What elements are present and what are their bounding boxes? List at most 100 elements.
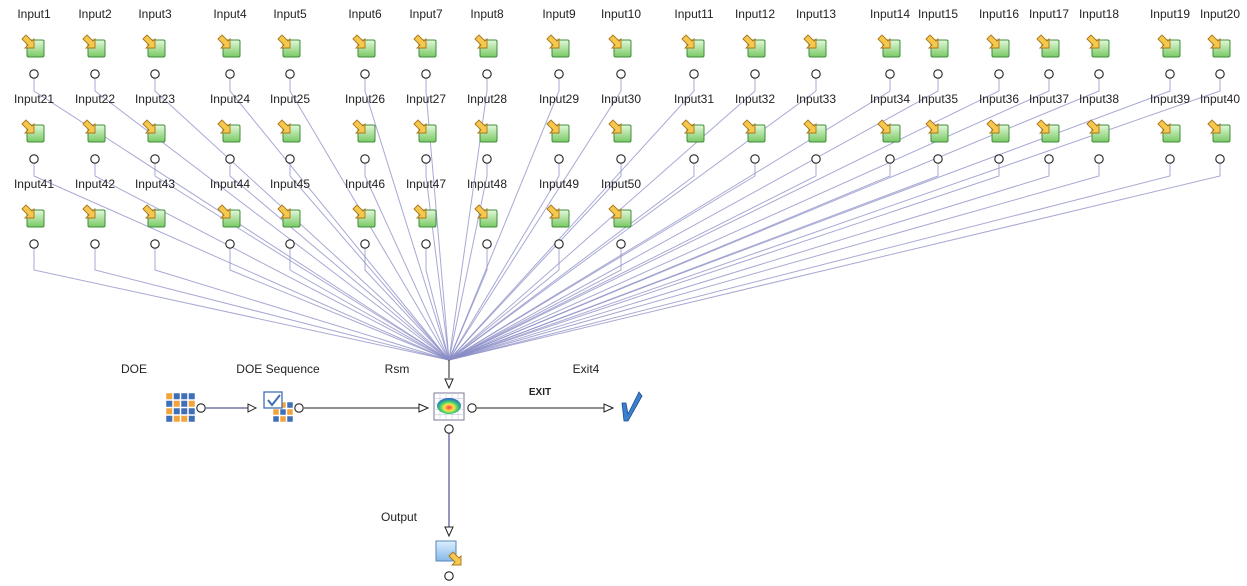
input-node[interactable]: Input35 — [918, 92, 958, 164]
input-node[interactable]: Input8 — [470, 7, 504, 79]
output-port[interactable] — [811, 154, 821, 164]
input-node[interactable]: Input38 — [1079, 92, 1119, 164]
input-node[interactable]: Input17 — [1029, 7, 1069, 79]
output-port[interactable] — [150, 69, 160, 79]
output-port[interactable] — [482, 69, 492, 79]
output-port[interactable] — [421, 154, 431, 164]
output-node[interactable] — [435, 540, 462, 581]
input-node[interactable]: Input29 — [539, 92, 579, 164]
input-node[interactable]: Input15 — [918, 7, 958, 79]
input-node[interactable]: Input46 — [345, 177, 385, 249]
output-port[interactable] — [885, 69, 895, 79]
input-node[interactable]: Input6 — [348, 7, 382, 79]
input-node[interactable]: Input45 — [270, 177, 310, 249]
output-port[interactable] — [225, 239, 235, 249]
output-port[interactable] — [616, 239, 626, 249]
output-port[interactable] — [421, 239, 431, 249]
output-port[interactable] — [360, 154, 370, 164]
output-port[interactable] — [994, 154, 1004, 164]
input-node[interactable]: Input47 — [406, 177, 446, 249]
input-node[interactable]: Input44 — [210, 177, 250, 249]
output-port[interactable] — [225, 154, 235, 164]
output-port[interactable] — [750, 69, 760, 79]
input-node[interactable]: Input37 — [1029, 92, 1069, 164]
input-node[interactable]: Input50 — [601, 177, 641, 249]
output-port[interactable] — [689, 69, 699, 79]
output-port[interactable] — [554, 69, 564, 79]
output-port[interactable] — [1215, 69, 1225, 79]
input-node[interactable]: Input31 — [674, 92, 714, 164]
output-port[interactable] — [616, 69, 626, 79]
input-node[interactable]: Input7 — [409, 7, 443, 79]
input-node[interactable]: Input10 — [601, 7, 641, 79]
input-node[interactable]: Input3 — [138, 7, 172, 79]
output-port[interactable] — [421, 69, 431, 79]
output-port[interactable] — [811, 69, 821, 79]
input-node[interactable]: Input30 — [601, 92, 641, 164]
rsm-node[interactable] — [433, 392, 477, 434]
input-node[interactable]: Input32 — [735, 92, 775, 164]
input-node[interactable]: Input41 — [14, 177, 54, 249]
output-port[interactable] — [1044, 69, 1054, 79]
output-port[interactable] — [90, 239, 100, 249]
input-node[interactable]: Input49 — [539, 177, 579, 249]
input-node[interactable]: Input23 — [135, 92, 175, 164]
output-port[interactable] — [90, 69, 100, 79]
input-node[interactable]: Input20 — [1200, 7, 1240, 79]
output-port[interactable] — [90, 154, 100, 164]
input-node[interactable]: Input42 — [75, 177, 115, 249]
output-port[interactable] — [616, 154, 626, 164]
input-node[interactable]: Input34 — [870, 92, 910, 164]
input-node[interactable]: Input48 — [467, 177, 507, 249]
input-node[interactable]: Input18 — [1079, 7, 1119, 79]
input-node[interactable]: Input16 — [979, 7, 1019, 79]
output-port[interactable] — [933, 154, 943, 164]
output-port[interactable] — [285, 239, 295, 249]
output-port[interactable] — [482, 239, 492, 249]
output-port[interactable] — [689, 154, 699, 164]
output-port[interactable] — [150, 154, 160, 164]
exit-node[interactable] — [621, 391, 643, 422]
input-node[interactable]: Input39 — [1150, 92, 1190, 164]
output-port[interactable] — [285, 69, 295, 79]
input-node[interactable]: Input12 — [735, 7, 775, 79]
input-node[interactable]: Input2 — [78, 7, 112, 79]
output-port[interactable] — [29, 154, 39, 164]
output-port[interactable] — [285, 154, 295, 164]
output-port[interactable] — [360, 69, 370, 79]
output-port[interactable] — [1165, 69, 1175, 79]
input-node[interactable]: Input1 — [17, 7, 51, 79]
input-node[interactable]: Input4 — [213, 7, 247, 79]
output-port[interactable] — [1094, 69, 1104, 79]
output-port[interactable] — [482, 154, 492, 164]
input-node[interactable]: Input24 — [210, 92, 250, 164]
input-node[interactable]: Input21 — [14, 92, 54, 164]
doe-sequence-output-port[interactable] — [294, 403, 304, 413]
input-node[interactable]: Input5 — [273, 7, 307, 79]
input-node[interactable]: Input25 — [270, 92, 310, 164]
doe-output-port[interactable] — [196, 403, 206, 413]
input-node[interactable]: Input27 — [406, 92, 446, 164]
output-port[interactable] — [750, 154, 760, 164]
input-node[interactable]: Input33 — [796, 92, 836, 164]
input-node[interactable]: Input13 — [796, 7, 836, 79]
output-port[interactable] — [554, 154, 564, 164]
output-port[interactable] — [1165, 154, 1175, 164]
rsm-output-port[interactable] — [467, 403, 477, 413]
output-port[interactable] — [29, 239, 39, 249]
input-node[interactable]: Input22 — [75, 92, 115, 164]
input-node[interactable]: Input9 — [542, 7, 576, 79]
output-port[interactable] — [29, 69, 39, 79]
doe-sequence-node[interactable] — [263, 391, 304, 423]
input-node[interactable]: Input28 — [467, 92, 507, 164]
output-port[interactable] — [554, 239, 564, 249]
rsm-bottom-port[interactable] — [444, 424, 454, 434]
doe-node[interactable] — [165, 392, 206, 423]
output-port[interactable] — [150, 239, 160, 249]
output-port[interactable] — [1094, 154, 1104, 164]
input-node[interactable]: Input14 — [870, 7, 910, 79]
output-port[interactable] — [444, 571, 454, 581]
output-port[interactable] — [225, 69, 235, 79]
input-node[interactable]: Input40 — [1200, 92, 1240, 164]
output-port[interactable] — [360, 239, 370, 249]
